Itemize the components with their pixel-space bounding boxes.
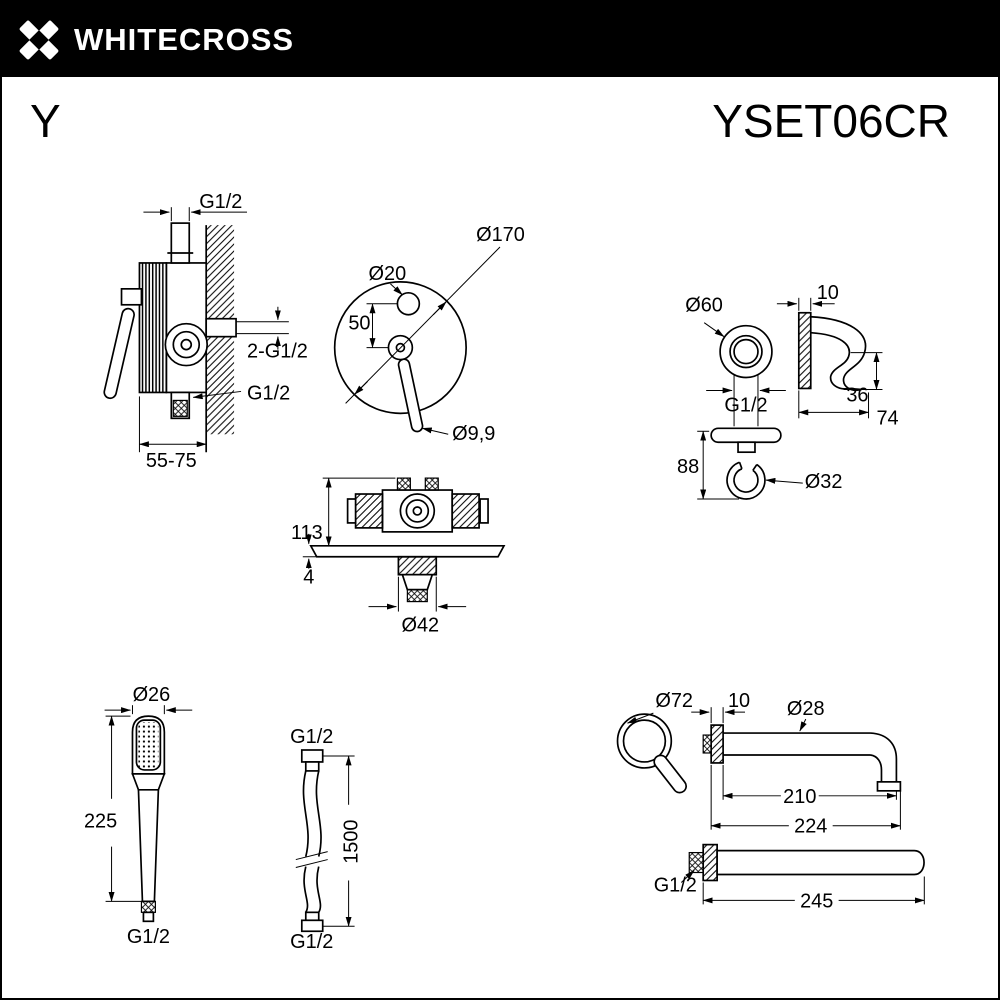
dimension-lines — [627, 707, 925, 905]
holder-ring — [726, 461, 766, 500]
dimension-lines — [345, 246, 501, 435]
spout-thread-stub — [688, 851, 704, 874]
dim-holder-depth-label: 74 — [876, 407, 898, 429]
spout-wall-plate — [710, 724, 724, 764]
dim-plate-thickness-label: 10 — [817, 282, 839, 304]
drawing-shower-hose: G1/2 1500 G1/2 — [290, 726, 362, 953]
model-number: YSET06CR — [712, 95, 950, 147]
dim-hook-dia-label: Ø32 — [805, 471, 843, 493]
dim-spout-reach-label: 210 — [783, 786, 816, 808]
dim-hose-thread-bottom-label: G1/2 — [290, 931, 333, 953]
dimension-lines — [138, 207, 289, 453]
drawing-mixer-top-view: 113 4 Ø42 — [291, 477, 506, 636]
dim-plate-dia-label: Ø170 — [476, 224, 525, 246]
inlet-port — [205, 317, 237, 338]
dimension-lines — [697, 297, 883, 500]
dim-body-dia-label: Ø42 — [401, 614, 439, 636]
dim-spout-flange-dia-label: Ø72 — [655, 690, 693, 712]
drawing-spout: Ø72 10 Ø28 210 224 G1/2 245 — [616, 690, 925, 912]
dim-head-dia-label: Ø26 — [133, 684, 171, 706]
dim-spout-tube-dia-label: Ø28 — [787, 698, 825, 720]
holder-flange-edge — [710, 427, 782, 444]
diverter-button — [396, 291, 421, 316]
spout-curve — [870, 732, 898, 782]
dim-flange-dia-label: Ø60 — [685, 295, 723, 317]
drawing-mixer-front-view: Ø170 Ø20 50 Ø9,9 — [333, 224, 525, 445]
dim-handle-dia-label: Ø9,9 — [452, 423, 495, 445]
valve-body-top — [381, 489, 454, 533]
dim-depth-range-label: 55-75 — [146, 450, 197, 472]
left-port — [354, 493, 384, 529]
cartridge-block — [138, 262, 168, 394]
dim-outlet-thread-label: G1/2 — [724, 394, 767, 416]
spout-flange-front — [616, 713, 673, 769]
dim-wand-length-label: 225 — [84, 811, 117, 833]
drawing-hand-shower: Ø26 225 G1/2 — [84, 684, 193, 948]
brand-name: WHITECROSS — [74, 21, 295, 57]
dim-hook-height-label: 36 — [846, 384, 868, 406]
series-title: Y — [30, 95, 61, 147]
dimension-lines — [322, 755, 355, 927]
hose-body — [302, 770, 309, 913]
valve-cartridge — [164, 322, 209, 367]
dim-spout-thread-label: G1/2 — [654, 874, 697, 896]
hose-fitting-top — [300, 749, 324, 763]
top-pipe — [170, 222, 191, 264]
outlet-flange — [719, 324, 773, 379]
dim-inlets-label: 2-G1/2 — [247, 341, 308, 363]
dim-bottom-thread-label: G1/2 — [247, 382, 290, 404]
whitecross-logo-icon — [19, 20, 59, 59]
dim-spout-total-reach-label: 224 — [794, 816, 827, 838]
dim-offset-label: 50 — [348, 313, 370, 335]
dimension-lines — [104, 705, 193, 902]
dim-hose-thread-top-label: G1/2 — [290, 726, 333, 748]
spray-face — [138, 722, 159, 768]
holder-hook — [810, 315, 867, 392]
spout-straight-tube — [716, 849, 925, 876]
dimension-lines — [302, 477, 467, 612]
dim-plate-edge-label: 4 — [303, 567, 314, 589]
outlet-port — [120, 288, 143, 306]
dim-top-thread-label: G1/2 — [199, 191, 242, 213]
brand-header: WHITECROSS — [2, 2, 998, 77]
shower-handle — [137, 788, 160, 903]
holder-wall-plate — [797, 311, 812, 390]
hose-fitting-bottom — [300, 919, 324, 933]
dim-hose-length-label: 1500 — [341, 819, 363, 863]
right-port — [451, 493, 480, 529]
drawing-shower-holder: Ø60 10 G1/2 36 74 88 Ø32 — [677, 282, 899, 500]
dim-spout-plate-label: 10 — [728, 690, 750, 712]
holder-stem — [737, 441, 756, 454]
drawing-mixer-side-view: G1/2 2-G1/2 G1/2 55-75 — [103, 191, 308, 472]
dim-wand-thread-label: G1/2 — [127, 926, 170, 948]
trim-plate-edge — [309, 544, 506, 558]
dim-valve-height-label: 113 — [291, 522, 323, 544]
spout-front-tube — [653, 754, 687, 794]
dim-diverter-dia-label: Ø20 — [369, 263, 407, 285]
dim-spout-length-label: 245 — [800, 890, 833, 912]
dim-holder-height-label: 88 — [677, 456, 699, 478]
escutcheon — [397, 555, 438, 576]
mixer-handle — [103, 307, 135, 400]
